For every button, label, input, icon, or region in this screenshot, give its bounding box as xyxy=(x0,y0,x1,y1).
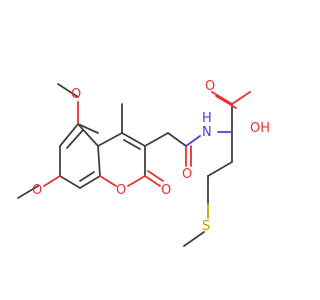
amide-nitrogen: N xyxy=(202,125,212,140)
amide-hydrogen: H xyxy=(202,111,212,126)
thioether-sulfur: S xyxy=(202,219,210,234)
carbon-bonds xyxy=(17,83,233,247)
molecule-canvas: O O O O O N H O OH S xyxy=(17,79,270,247)
methoxy-oxygen-bottom: O xyxy=(32,183,42,198)
nitrogen-bonds xyxy=(185,131,233,147)
lactone-carbonyl-oxygen: O xyxy=(161,183,171,198)
methoxy-oxygen-top: O xyxy=(71,87,81,102)
amide-carbonyl-oxygen: O xyxy=(182,167,192,182)
structure-diagram: O O O O O N H O OH S xyxy=(17,79,270,247)
oxygen-bonds xyxy=(43,91,251,187)
acid-hydroxyl: OH xyxy=(250,121,270,136)
ring-oxygen: O xyxy=(116,183,126,198)
acid-carbonyl-oxygen: O xyxy=(205,79,215,94)
